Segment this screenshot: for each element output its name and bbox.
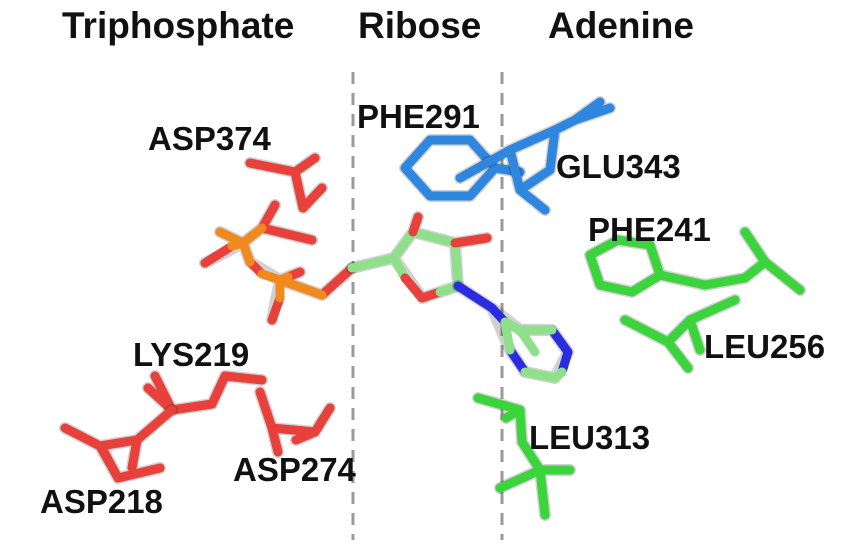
- region-adenine-label: Adenine: [548, 5, 694, 46]
- leu313-sticks: [472, 392, 576, 521]
- asp374-sticks: [244, 152, 328, 214]
- triphosphate-sticks: [199, 199, 358, 326]
- leu256-sticks: [619, 294, 741, 374]
- residue-label-asp374: ASP374: [148, 120, 272, 157]
- phe241-sticks: [584, 226, 806, 298]
- asp274-sticks: [254, 386, 336, 458]
- residue-label-lys219: LYS219: [133, 336, 249, 373]
- region-ribose-label: Ribose: [358, 5, 481, 46]
- glu343-sticks: [454, 96, 616, 216]
- residue-label-phe241: PHE241: [588, 211, 711, 248]
- residue-label-asp274: ASP274: [233, 451, 357, 488]
- asp218-sticks: [59, 404, 178, 484]
- adenine-sticks: [452, 280, 574, 384]
- residue-label-asp218: ASP218: [40, 483, 163, 520]
- residue-label-leu256: LEU256: [704, 328, 825, 365]
- residue-label-leu313: LEU313: [529, 419, 650, 456]
- lys219-sticks: [142, 370, 268, 416]
- region-triphosphate-label: Triphosphate: [62, 5, 294, 46]
- residue-label-glu343: GLU343: [556, 148, 681, 185]
- residue-label-phe291: PHE291: [357, 98, 480, 135]
